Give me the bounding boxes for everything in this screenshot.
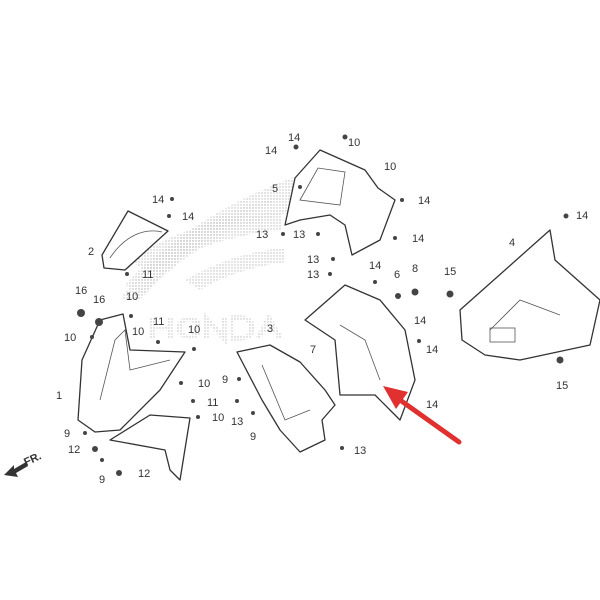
callout-6: 6 [394, 269, 400, 281]
callout-15: 15 [444, 266, 456, 278]
part-7-inner-cover [304, 284, 416, 421]
part-2-detail-line [109, 230, 163, 259]
part-1-lower-panel [109, 414, 191, 481]
part-3-side-cover [236, 344, 336, 453]
callout-12: 12 [138, 468, 150, 480]
highlight-arrow-shaft [397, 397, 462, 445]
callout-16: 16 [75, 285, 87, 297]
front-arrow-icon [4, 462, 28, 477]
part-4-bracket [489, 327, 516, 343]
callout-2: 2 [88, 246, 94, 258]
callout-labels: 14 14 10 10 5 14 14 14 2 13 13 14 11 13 … [56, 132, 588, 486]
callout-12: 12 [68, 444, 80, 456]
front-label: FR. [22, 450, 43, 468]
callout-7: 7 [310, 344, 316, 356]
callout-13: 13 [307, 254, 319, 266]
fasteners [77, 134, 569, 476]
part-1-front-cowl [77, 313, 186, 433]
callout-14: 14 [426, 399, 438, 411]
callout-10: 10 [188, 324, 200, 336]
callout-16: 16 [93, 294, 105, 306]
callout-9: 9 [250, 431, 256, 443]
callout-10: 10 [132, 326, 144, 338]
callout-11: 11 [142, 269, 153, 281]
callout-11: 11 [207, 397, 218, 409]
callout-10: 10 [384, 161, 396, 173]
callout-14: 14 [182, 211, 194, 223]
part-4-under-cowl [459, 229, 600, 361]
callout-14: 14 [414, 315, 426, 327]
part-4-detail-line [489, 299, 561, 331]
callout-13: 13 [231, 416, 243, 428]
callout-8: 8 [412, 263, 418, 275]
callout-13: 13 [354, 445, 366, 457]
callout-15: 15 [556, 380, 568, 392]
callout-14: 14 [412, 233, 424, 245]
callout-14: 14 [576, 210, 588, 222]
honda-wing-logo [120, 175, 300, 345]
callout-9: 9 [222, 374, 228, 386]
callout-14: 14 [369, 260, 381, 272]
callout-10: 10 [212, 412, 224, 424]
callout-10: 10 [126, 291, 138, 303]
callout-9: 9 [99, 474, 105, 486]
callout-13: 13 [293, 229, 305, 241]
highlight-arrow [383, 386, 462, 445]
part-2-windscreen [101, 210, 169, 271]
callout-3: 3 [267, 323, 273, 335]
callout-4: 4 [509, 237, 515, 249]
callout-14: 14 [418, 195, 430, 207]
part-3-detail-line [261, 364, 311, 421]
callout-14: 14 [426, 344, 438, 356]
callout-5: 5 [272, 183, 278, 195]
front-direction-indicator: FR. [4, 450, 43, 477]
callout-1: 1 [56, 390, 62, 402]
highlight-arrow-head [383, 386, 408, 409]
callout-11: 11 [153, 316, 164, 328]
honda-logo-lettering [149, 311, 283, 345]
part-7-detail-line [339, 324, 381, 381]
callout-13: 13 [256, 229, 268, 241]
callout-10: 10 [64, 332, 76, 344]
callout-14: 14 [265, 145, 277, 157]
part-5-detail-line [299, 167, 346, 206]
part-1-detail-line [99, 329, 171, 401]
callout-9: 9 [64, 428, 70, 440]
callout-13: 13 [307, 269, 319, 281]
callout-10: 10 [198, 378, 210, 390]
callout-14: 14 [152, 194, 164, 206]
callout-14: 14 [288, 132, 300, 144]
callout-10: 10 [348, 137, 360, 149]
